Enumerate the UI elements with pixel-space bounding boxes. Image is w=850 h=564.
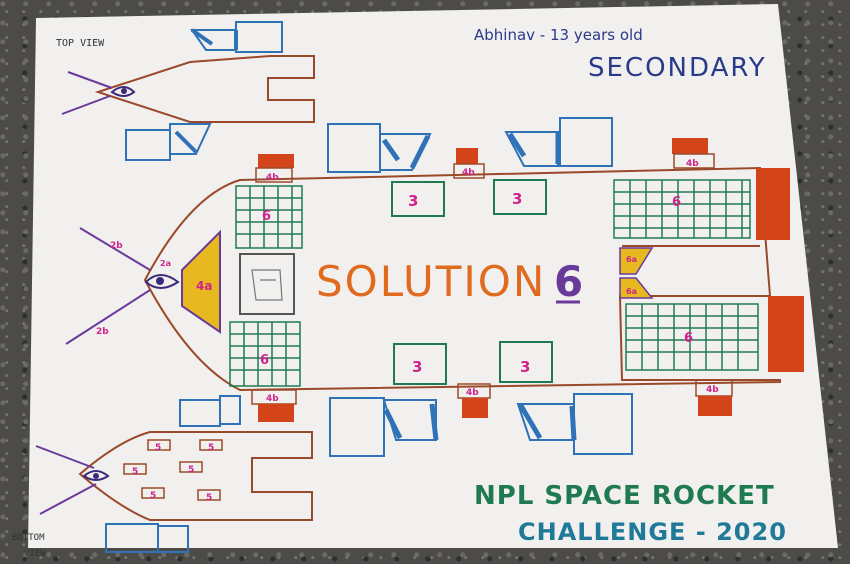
part-label-2b: 2b	[96, 327, 109, 337]
eye-icon	[156, 277, 164, 285]
part-label-6: 6	[260, 353, 269, 368]
eye-icon	[93, 473, 99, 479]
part-label-5: 5	[188, 465, 194, 475]
level-label: SECONDARY	[588, 53, 767, 83]
part-label-3: 3	[512, 190, 522, 208]
part-label-6a: 6a	[626, 255, 637, 264]
part-label-3: 3	[408, 192, 418, 210]
bottom-view-label-line2: VIEW	[24, 549, 46, 559]
part-label-4b: 4b	[462, 168, 475, 178]
part-label-5: 5	[132, 467, 138, 477]
part-5-boosters	[123, 439, 223, 501]
bottom-view-rocket	[35, 431, 313, 553]
green-grids	[229, 179, 759, 387]
main-rocket	[65, 166, 781, 392]
footer-line-1: NPL SPACE ROCKET	[474, 481, 775, 511]
eye-icon	[121, 88, 127, 94]
footer-line-2: CHALLENGE - 2020	[518, 518, 787, 546]
part-label-4b: 4b	[266, 173, 279, 183]
part-label-4a: 4a	[196, 279, 212, 293]
solution-title: SOLUTION 6	[316, 257, 583, 306]
part-label-4b: 4b	[466, 388, 479, 398]
part-label-4b: 4b	[686, 159, 699, 169]
top-view-rocket	[61, 21, 315, 161]
part-label-5: 5	[150, 491, 156, 501]
part-4a-block	[181, 229, 221, 334]
part-label-5: 5	[155, 443, 161, 453]
blue-modules	[179, 117, 633, 457]
solution-word: SOLUTION	[316, 257, 546, 306]
solution-number: 6	[554, 257, 583, 306]
part-label-6: 6	[672, 195, 681, 210]
part-label-6: 6	[262, 209, 271, 224]
part-label-2b: 2b	[110, 241, 123, 251]
part-label-4b: 4b	[266, 394, 279, 404]
paper	[28, 4, 838, 548]
author-line: Abhinav - 13 years old	[474, 26, 643, 44]
part-label-6a: 6a	[626, 287, 637, 296]
bottom-view-label-line1: BOTTOM	[12, 533, 45, 543]
part-label-3: 3	[520, 358, 530, 376]
part-label-5: 5	[208, 443, 214, 453]
part-label-4b: 4b	[706, 385, 719, 395]
top-view-label: TOP VIEW	[56, 38, 105, 49]
part-labels: 4a 6 6 6 6 3 3 3 3 4b 4b 4b 4b 4b 4b 2a …	[96, 159, 719, 503]
part-6a-wedges	[619, 247, 654, 299]
part-label-2a: 2a	[160, 259, 171, 268]
engines-4b	[251, 138, 804, 422]
part-label-6: 6	[684, 331, 693, 346]
part-3-boxes	[391, 179, 553, 385]
part-label-3: 3	[412, 358, 422, 376]
part-label-5: 5	[206, 493, 212, 503]
